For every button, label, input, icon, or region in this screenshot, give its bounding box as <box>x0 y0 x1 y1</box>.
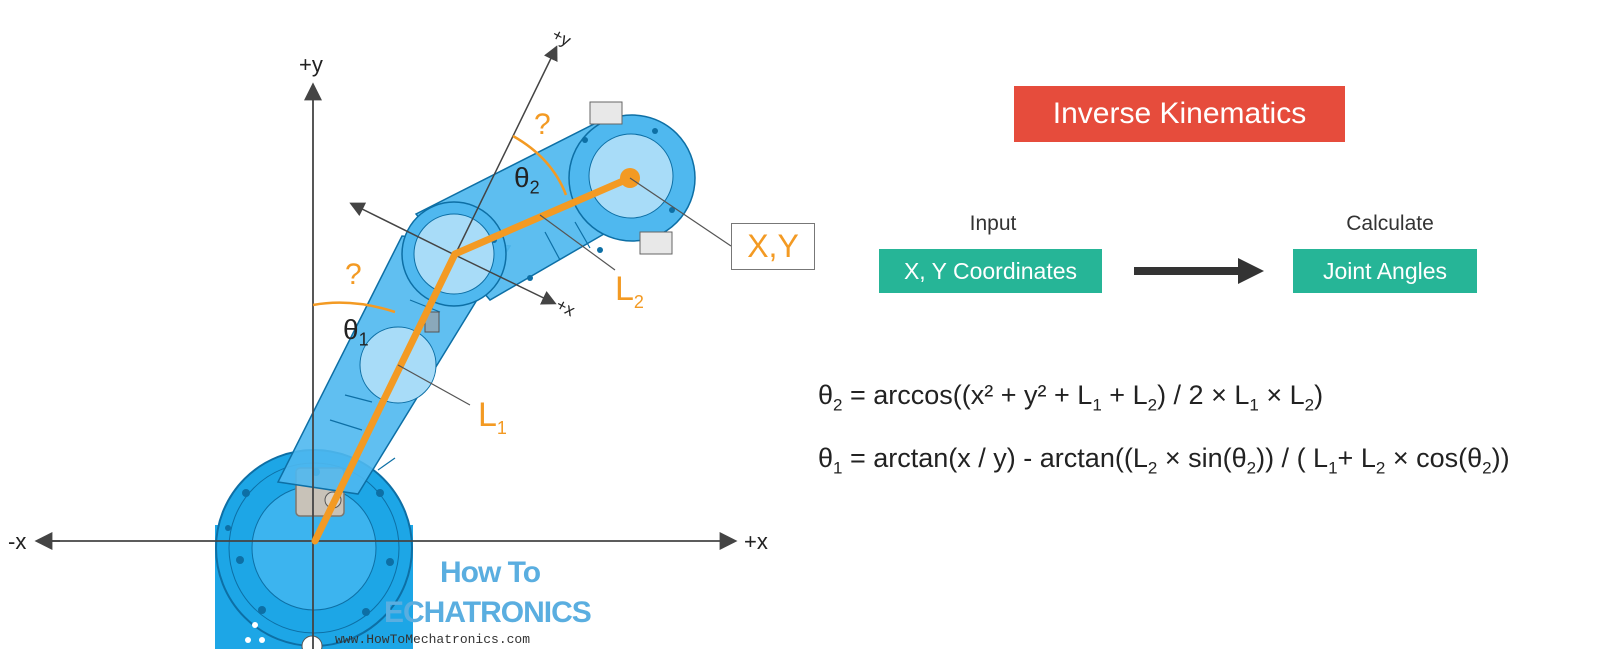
local-axes <box>349 45 558 305</box>
equation-theta2: θ2 = arccos((x² + y² + L1 + L2) / 2 × L1… <box>818 380 1324 415</box>
axis-label-pos-x: +x <box>744 529 768 554</box>
output-box: Joint Angles <box>1293 249 1477 293</box>
calculate-label: Calculate <box>1346 212 1434 235</box>
unknown-angle-2: ? <box>534 108 551 141</box>
axis-label-neg-x: -x <box>8 529 27 554</box>
theta2-label: θ2 <box>514 162 540 198</box>
equation-theta1: θ1 = arctan(x / y) - arctan((L2 × sin(θ2… <box>818 443 1510 478</box>
logo-url: www.HowToMechatronics.com <box>335 632 531 647</box>
logo-mechatronics: ECHATRONICS <box>384 596 592 629</box>
axis-label-pos-y: +y <box>299 52 323 77</box>
input-label: Input <box>969 212 1017 235</box>
kinematic-chain <box>311 174 634 545</box>
theta2-arc <box>512 134 568 196</box>
target-coordinates-box: X,Y <box>731 223 815 270</box>
theta1-arc <box>312 301 396 314</box>
link2-label: L2 <box>615 270 644 312</box>
global-axes <box>34 82 738 649</box>
theta1-label: θ1 <box>343 314 369 350</box>
flow-arrow-icon <box>1134 258 1264 284</box>
unknown-angle-1: ? <box>345 258 362 291</box>
logo-how-to: How To <box>440 556 541 589</box>
page-title: Inverse Kinematics <box>1014 86 1345 142</box>
link1-label: L1 <box>478 396 507 438</box>
input-box: X, Y Coordinates <box>879 249 1102 293</box>
leader-lines <box>397 177 732 406</box>
